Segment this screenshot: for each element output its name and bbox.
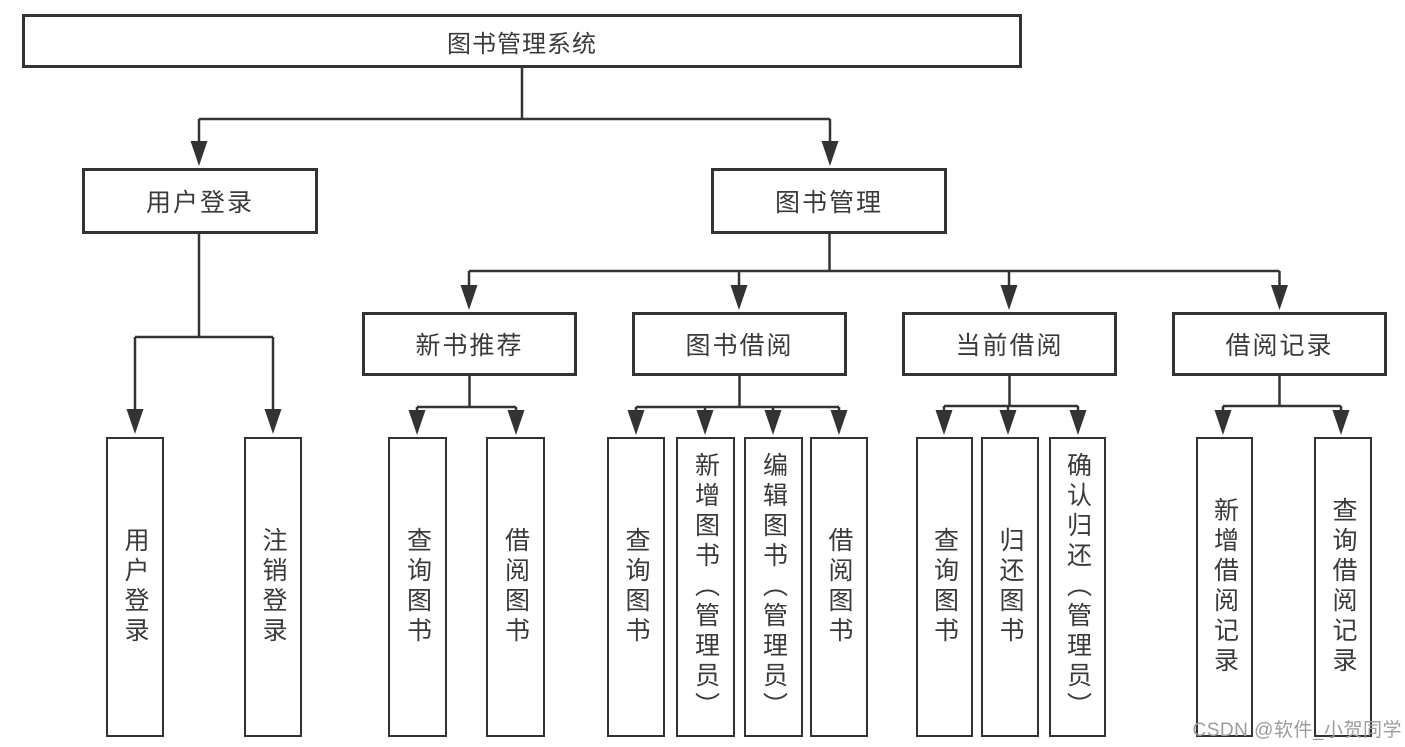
- leaf-label: 查询图书: [403, 527, 432, 647]
- node-label: 图书管理系统: [447, 30, 597, 58]
- leaf-label: 新增图书（管理员）: [691, 452, 720, 722]
- leaf-add-books-admin: 新增图书（管理员）: [676, 437, 735, 737]
- node-library-management-system: 图书管理系统: [22, 14, 1022, 68]
- node-label: 图书管理: [774, 189, 883, 217]
- leaf-logout: 注销登录: [244, 437, 302, 737]
- leaf-label: 借阅图书: [501, 527, 530, 647]
- leaf-borrow-books: 借阅图书: [810, 437, 868, 737]
- leaf-label: 归还图书: [996, 527, 1024, 647]
- node-book-management: 图书管理: [711, 168, 947, 234]
- leaf-label: 编辑图书（管理员）: [759, 452, 788, 722]
- leaf-label: 查询图书: [930, 527, 959, 647]
- node-borrowing-records: 借阅记录: [1172, 312, 1387, 376]
- leaf-label: 确认归还（管理员）: [1063, 452, 1092, 722]
- leaf-add-borrow-record: 新增借阅记录: [1196, 437, 1253, 737]
- leaf-label: 查询图书: [622, 527, 650, 647]
- leaf-label: 借阅图书: [825, 527, 853, 647]
- leaf-label: 用户登录: [121, 527, 149, 647]
- csdn-watermark: CSDN @软件_小贺同学: [1192, 720, 1402, 741]
- leaf-query-books: 查询图书: [916, 437, 973, 737]
- leaf-borrow-books: 借阅图书: [486, 437, 545, 737]
- node-label: 借阅记录: [1225, 332, 1334, 360]
- node-label: 新书推荐: [415, 332, 524, 360]
- node-user-login: 用户登录: [82, 168, 318, 234]
- node-label: 用户登录: [145, 189, 254, 217]
- node-label: 当前借阅: [955, 332, 1064, 360]
- leaf-edit-books-admin: 编辑图书（管理员）: [744, 437, 803, 737]
- leaf-confirm-return-admin: 确认归还（管理员）: [1049, 437, 1106, 737]
- node-book-borrowing: 图书借阅: [632, 312, 847, 376]
- leaf-label: 新增借阅记录: [1210, 497, 1239, 677]
- leaf-user-login: 用户登录: [106, 437, 164, 737]
- leaf-query-borrow-record: 查询借阅记录: [1314, 437, 1372, 737]
- leaf-label: 查询借阅记录: [1329, 497, 1357, 677]
- node-current-borrowing: 当前借阅: [902, 312, 1117, 376]
- node-label: 图书借阅: [685, 332, 794, 360]
- leaf-label: 注销登录: [259, 527, 287, 647]
- leaf-query-books: 查询图书: [607, 437, 665, 737]
- node-new-book-recommendation: 新书推荐: [362, 312, 577, 376]
- leaf-return-books: 归还图书: [981, 437, 1039, 737]
- leaf-query-books: 查询图书: [388, 437, 447, 737]
- arrowheads: [126, 141, 1350, 435]
